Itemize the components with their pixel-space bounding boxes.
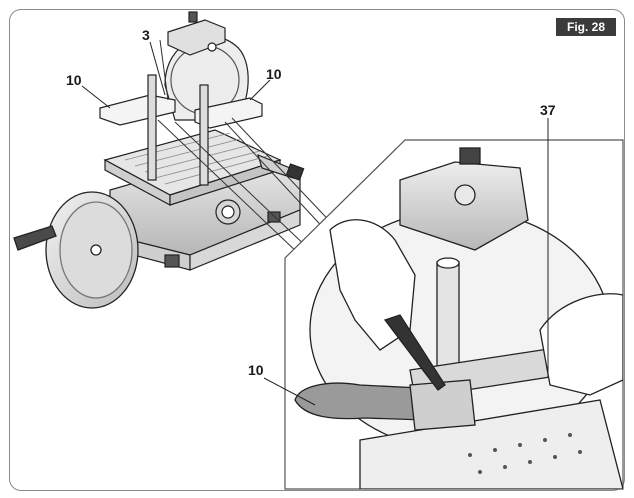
wheel-crank-handle (13, 225, 57, 251)
callout-label-37: 37 (540, 102, 556, 118)
screwdriver (383, 314, 446, 391)
sharpener-body (399, 161, 529, 251)
top-handle-right (194, 97, 263, 129)
tray-grid (359, 399, 623, 489)
detail-panel (284, 139, 624, 490)
callout-label-10-left: 10 (66, 72, 82, 88)
callout-label-10-detail: 10 (248, 362, 264, 378)
sharpener-post (436, 261, 460, 368)
callout-line-10-right (249, 79, 271, 101)
leader-lines (157, 39, 341, 256)
handwheel (13, 191, 139, 309)
figure-number-badge: Fig. 28 (556, 18, 616, 36)
top-handle-left (99, 94, 176, 126)
slicer-machine (99, 11, 305, 271)
detail-handle (294, 382, 426, 421)
callout-line-3 (149, 41, 166, 96)
callout-line-10-left (81, 85, 111, 109)
callout-label-3: 3 (142, 27, 150, 43)
hand-right (539, 293, 623, 396)
callout-line-10-detail (263, 377, 316, 406)
callout-label-10-right: 10 (266, 66, 282, 82)
